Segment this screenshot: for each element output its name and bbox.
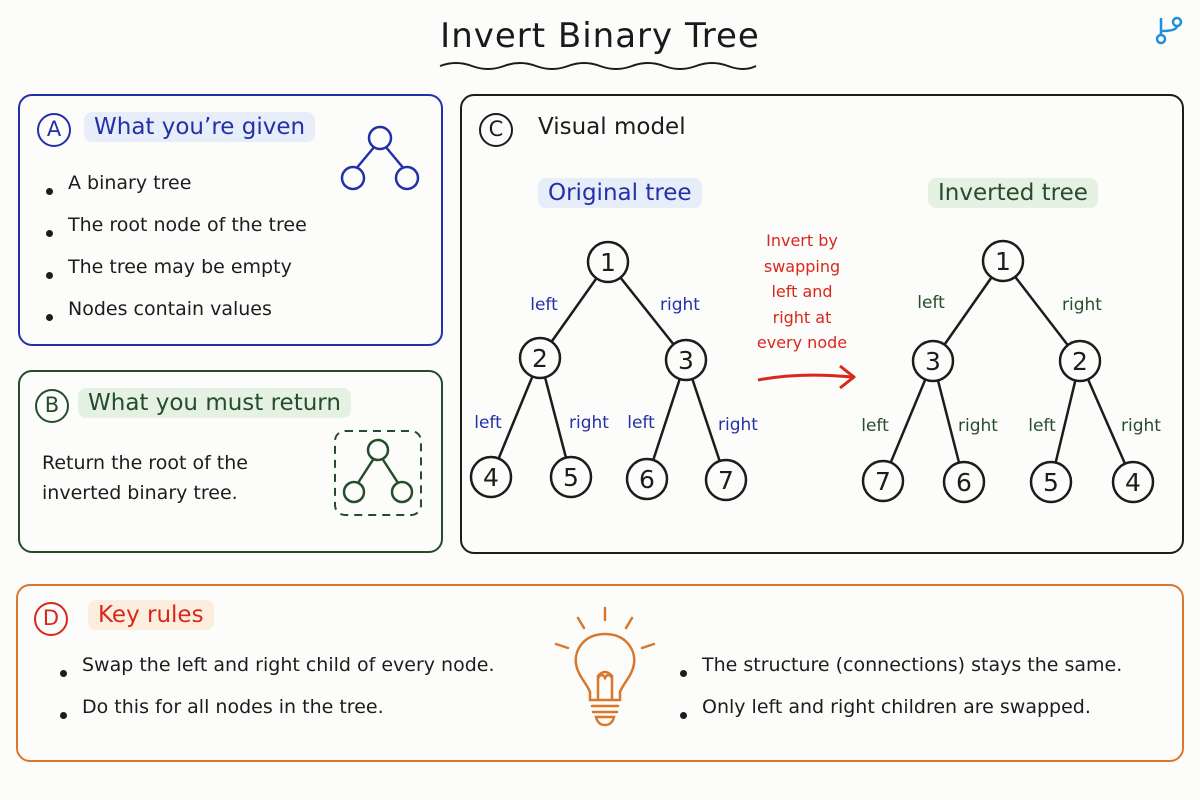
invert-arrow	[757, 373, 853, 382]
original-tree: left right left right left right 1 2 3 4…	[469, 240, 758, 502]
edge-label-right: right	[958, 416, 998, 436]
node-value: 6	[639, 465, 655, 494]
rule-item: Only left and right children are swapped…	[676, 694, 1122, 736]
edge	[489, 357, 542, 478]
note-line: every node	[756, 333, 848, 352]
node-value: 2	[1072, 347, 1088, 376]
rule-item: Swap the left and right child of every n…	[56, 652, 495, 694]
rules-list-right: The structure (connections) stays the sa…	[676, 652, 1122, 736]
edge-label-left: left	[917, 293, 945, 313]
tree-node	[861, 459, 905, 503]
tree-icon	[340, 125, 420, 191]
given-item: The tree may be empty	[42, 254, 307, 296]
tree-node	[942, 460, 986, 504]
panel-d-heading: Key rules	[88, 600, 214, 630]
edge-label-left: left	[530, 295, 558, 315]
edge-label-right: right	[569, 413, 609, 433]
given-item: Nodes contain values	[42, 296, 307, 338]
note-line: Invert by	[766, 231, 838, 250]
edge-label-right: right	[660, 295, 700, 315]
edge	[1078, 360, 1135, 483]
tree-node	[911, 339, 955, 383]
badge-c: C	[479, 113, 513, 147]
arrow-head-icon	[839, 364, 856, 390]
panel-a-heading: What you’re given	[84, 112, 316, 142]
badge-d: D	[34, 602, 68, 636]
tree-node	[981, 239, 1025, 283]
edge-label-left: left	[1028, 416, 1056, 436]
node-value: 3	[678, 346, 694, 375]
title-underline	[439, 62, 757, 70]
return-line: inverted binary tree.	[42, 482, 238, 504]
note-line: swapping	[763, 256, 841, 276]
node-value: 4	[1125, 468, 1141, 497]
return-description: Return the root of the inverted binary t…	[42, 448, 248, 508]
node-value: 3	[925, 347, 941, 376]
node-value: 6	[956, 468, 972, 497]
tree-node	[586, 240, 630, 284]
given-list: A binary tree The root node of the tree …	[42, 170, 307, 338]
badge-b: B	[35, 389, 69, 423]
edge-label-right: right	[718, 415, 758, 435]
given-item: The root node of the tree	[42, 212, 307, 254]
given-item: A binary tree	[42, 170, 307, 212]
tree-node	[664, 338, 708, 382]
tree-node	[1058, 339, 1102, 383]
panel-what-you-are-given: A What you’re given A binary tree The ro…	[18, 94, 443, 346]
edge-label-right: right	[1062, 295, 1102, 315]
tree-node	[625, 457, 669, 501]
node-value: 5	[1043, 468, 1059, 497]
panel-visual-model: C Visual model Original tree Inverted tr…	[460, 94, 1184, 554]
return-line: Return the root of the	[42, 452, 248, 474]
node-value: 1	[995, 247, 1011, 276]
node-value: 7	[875, 467, 891, 496]
rule-item: Do this for all nodes in the tree.	[56, 694, 495, 736]
lightbulb-icon	[554, 606, 656, 727]
tree-node	[704, 458, 748, 502]
edge-label-left: left	[474, 413, 502, 433]
inverted-tree-label: Inverted tree	[928, 178, 1098, 208]
note-line: left and	[771, 282, 833, 301]
badge-a: A	[37, 113, 71, 147]
tree-node	[1111, 460, 1155, 504]
invert-note: Invert by swapping left and right at eve…	[754, 228, 850, 356]
note-line: right at	[772, 307, 832, 327]
inverted-tree: left right left right left right 1 3 2 7…	[861, 239, 1161, 504]
tree-node	[518, 336, 562, 380]
panel-key-rules: D Key rules Swap the left and right chil…	[16, 584, 1184, 762]
tree-node	[469, 455, 513, 499]
tree-node	[549, 455, 593, 499]
panel-what-you-must-return: B What you must return Return the root o…	[18, 370, 443, 553]
rule-item: The structure (connections) stays the sa…	[676, 652, 1122, 694]
node-value: 7	[718, 466, 734, 495]
page-title: Invert Binary Tree	[440, 16, 760, 56]
branch-icon[interactable]	[1152, 14, 1186, 48]
original-tree-label: Original tree	[538, 178, 702, 208]
node-value: 2	[532, 344, 548, 373]
tree-diagram: left right left right left right 1 2 3 4…	[469, 239, 1161, 504]
edge	[881, 360, 935, 482]
node-value: 1	[600, 248, 616, 277]
node-value: 4	[483, 463, 499, 492]
rules-list-left: Swap the left and right child of every n…	[56, 652, 495, 736]
panel-b-heading: What you must return	[78, 388, 351, 418]
tree-node	[1029, 460, 1073, 504]
edge-label-left: left	[627, 413, 655, 433]
edge-label-left: left	[861, 416, 889, 436]
node-value: 5	[563, 463, 579, 492]
inverted-tree-icon	[334, 430, 422, 516]
panel-c-heading: Visual model	[538, 114, 686, 140]
edge-label-right: right	[1121, 416, 1161, 436]
